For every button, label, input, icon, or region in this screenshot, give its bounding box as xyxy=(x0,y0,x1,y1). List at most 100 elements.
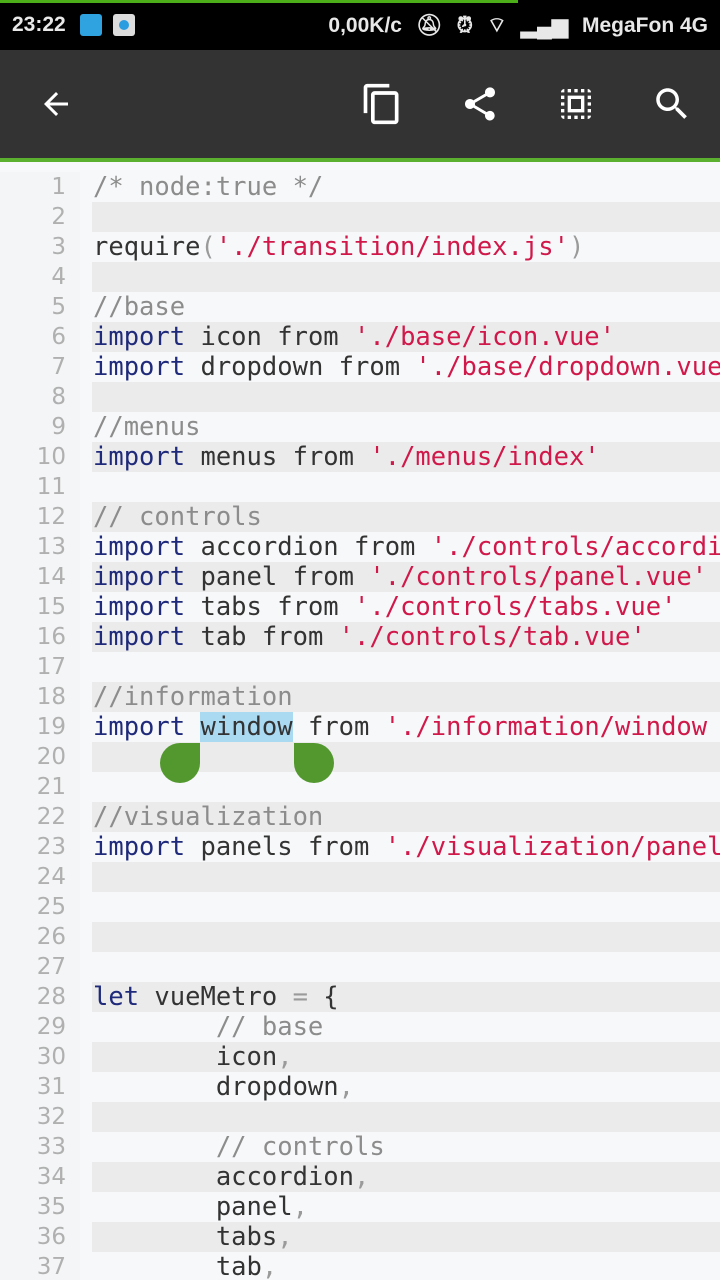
line-number: 19 xyxy=(36,714,66,740)
punctuation-token: , xyxy=(277,1222,293,1252)
string-token: './menus/index' xyxy=(369,442,600,472)
select-all-button[interactable] xyxy=(552,80,600,128)
line-number: 14 xyxy=(36,564,66,590)
string-token: './base/icon.vue' xyxy=(354,322,616,352)
string-token: './controls/tab.vue' xyxy=(338,622,646,652)
line-code: // controls xyxy=(92,502,720,532)
line-number: 6 xyxy=(51,324,66,350)
line-code: // controls xyxy=(92,1132,720,1162)
comment-token: //base xyxy=(93,292,186,322)
code-line: 35 panel, xyxy=(0,1192,720,1222)
line-number: 8 xyxy=(51,384,66,410)
line-code xyxy=(92,1102,720,1132)
code-line: 31 dropdown, xyxy=(0,1072,720,1102)
line-code: import panel from './controls/panel.vue' xyxy=(92,562,720,592)
alarm-icon: ⏰︎ xyxy=(456,14,474,37)
back-arrow-icon xyxy=(44,92,68,116)
line-code: /* node:true */ xyxy=(92,172,720,202)
line-code: accordion, xyxy=(92,1162,720,1192)
line-number: 2 xyxy=(51,204,66,230)
string-token: './visualization/panel xyxy=(384,832,720,862)
code-line: 18//information xyxy=(0,682,720,712)
line-number: 29 xyxy=(36,1014,66,1040)
code-token: require xyxy=(93,232,201,262)
line-number: 5 xyxy=(51,294,66,320)
line-code xyxy=(92,262,720,292)
status-time: 23:22 xyxy=(12,13,66,36)
keyword-token: import xyxy=(93,442,186,472)
wifi-icon: ⌔ xyxy=(487,14,507,37)
back-button[interactable] xyxy=(32,80,80,128)
code-line: 9//menus xyxy=(0,412,720,442)
line-number: 31 xyxy=(36,1074,66,1100)
line-number: 23 xyxy=(36,834,66,860)
selected-text[interactable]: window xyxy=(200,712,293,742)
search-button[interactable] xyxy=(648,80,696,128)
code-line: 25 xyxy=(0,892,720,922)
line-number: 12 xyxy=(36,504,66,530)
line-number: 33 xyxy=(36,1134,66,1160)
selection-end-handle[interactable] xyxy=(294,743,334,783)
comment-token: //menus xyxy=(93,412,201,442)
line-number: 4 xyxy=(51,264,66,290)
code-token: from xyxy=(292,712,385,742)
selection-start-handle[interactable] xyxy=(160,743,200,783)
share-button[interactable] xyxy=(456,80,504,128)
line-code: import accordion from './controls/accord… xyxy=(92,532,720,562)
line-number: 37 xyxy=(36,1254,66,1280)
line-code: import window from './information/window xyxy=(92,712,720,742)
net-speed: 0,00K/c xyxy=(328,14,402,37)
line-number: 16 xyxy=(36,624,66,650)
code-line: 36 tabs, xyxy=(0,1222,720,1252)
code-token: menus from xyxy=(185,442,370,472)
line-number: 1 xyxy=(51,174,66,200)
bell-off-icon: 🔕︎ xyxy=(415,14,443,37)
line-code: //visualization xyxy=(92,802,720,832)
code-line: 24 xyxy=(0,862,720,892)
line-code: require('./transition/index.js') xyxy=(92,232,720,262)
line-code xyxy=(92,652,720,682)
line-number-gutter xyxy=(0,172,80,1280)
copy-button[interactable] xyxy=(358,80,406,128)
line-number: 3 xyxy=(51,234,66,260)
code-line: 32 xyxy=(0,1102,720,1132)
line-number: 21 xyxy=(36,774,66,800)
line-code xyxy=(92,472,720,502)
code-line: 34 accordion, xyxy=(0,1162,720,1192)
code-token xyxy=(185,712,200,742)
code-token: tabs from xyxy=(185,592,355,622)
code-line: 29 // base xyxy=(0,1012,720,1042)
line-code: let vueMetro = { xyxy=(92,982,720,1012)
keyword-token: import xyxy=(93,352,186,382)
punctuation-token: , xyxy=(261,1252,278,1280)
line-number: 22 xyxy=(36,804,66,830)
toolbar-accent-line xyxy=(0,158,720,162)
punctuation-token: , xyxy=(338,1072,354,1102)
notification-dot-icon xyxy=(113,14,135,36)
line-number: 24 xyxy=(36,864,66,890)
code-token: dropdown from xyxy=(185,352,416,382)
punctuation-token: ( xyxy=(200,232,216,262)
code-token: tab xyxy=(93,1252,262,1280)
line-number: 32 xyxy=(36,1104,66,1130)
string-token: './transition/index.js' xyxy=(215,232,569,262)
line-number: 11 xyxy=(36,474,66,500)
code-token: panel xyxy=(93,1192,293,1222)
code-line: 22 //visualization xyxy=(0,802,720,832)
code-line: 8 xyxy=(0,382,720,412)
comment-token: /* node:true */ xyxy=(93,172,324,202)
keyword-token: import xyxy=(93,712,186,742)
punctuation-token: , xyxy=(277,1042,293,1072)
code-token: accordion from xyxy=(185,532,431,562)
code-line: 37 tab, xyxy=(0,1252,720,1280)
code-token: icon xyxy=(93,1042,278,1072)
code-token: tabs xyxy=(93,1222,278,1252)
code-line: 12 // controls xyxy=(0,502,720,532)
line-code: panel, xyxy=(92,1192,720,1222)
keyword-token: import xyxy=(93,562,186,592)
line-number: 30 xyxy=(36,1044,66,1070)
line-code xyxy=(92,952,720,982)
